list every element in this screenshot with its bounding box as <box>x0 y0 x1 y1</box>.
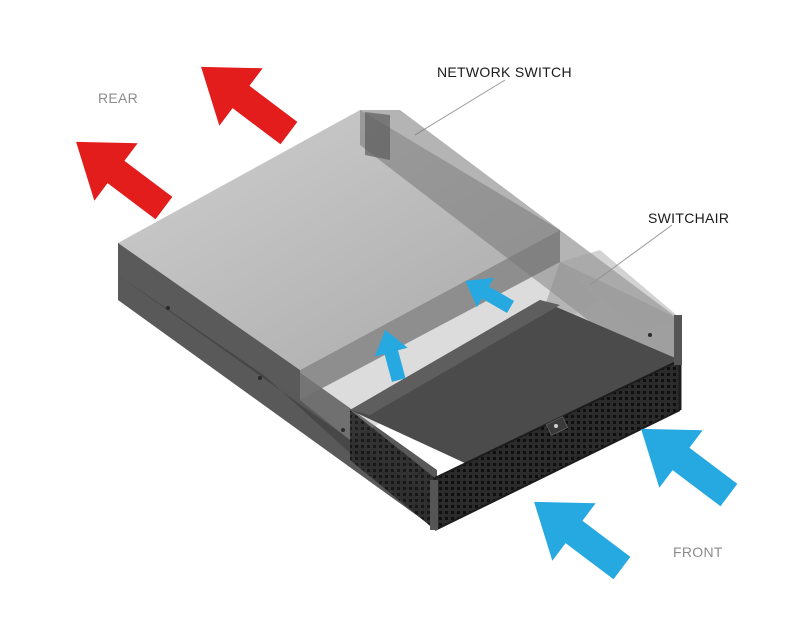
switchair-top <box>350 300 680 470</box>
intake-arrow-inner-top <box>465 277 515 314</box>
front-label: FRONT <box>673 544 723 560</box>
rack-ear-left <box>430 480 438 530</box>
rear-label: REAR <box>98 90 139 106</box>
intake-arrow-outer-right <box>641 428 738 507</box>
switchair-front-mesh <box>435 360 680 530</box>
exhaust-arrow-left <box>76 141 173 220</box>
rack-chassis <box>118 110 682 531</box>
switchair-side-mesh <box>350 410 435 530</box>
exhaust-arrow-right <box>201 66 298 145</box>
rack-ear-right <box>674 315 682 365</box>
switchair-label: SWITCHAIR <box>648 210 730 226</box>
intake-arrow-outer-left <box>534 501 631 580</box>
intake-arrow-inner-bottom <box>374 329 408 382</box>
network-switch-side <box>118 243 300 400</box>
network-switch-label: NETWORK SWITCH <box>437 64 572 80</box>
leader-line-network-switch <box>414 79 506 136</box>
chassis-floor <box>300 262 600 440</box>
